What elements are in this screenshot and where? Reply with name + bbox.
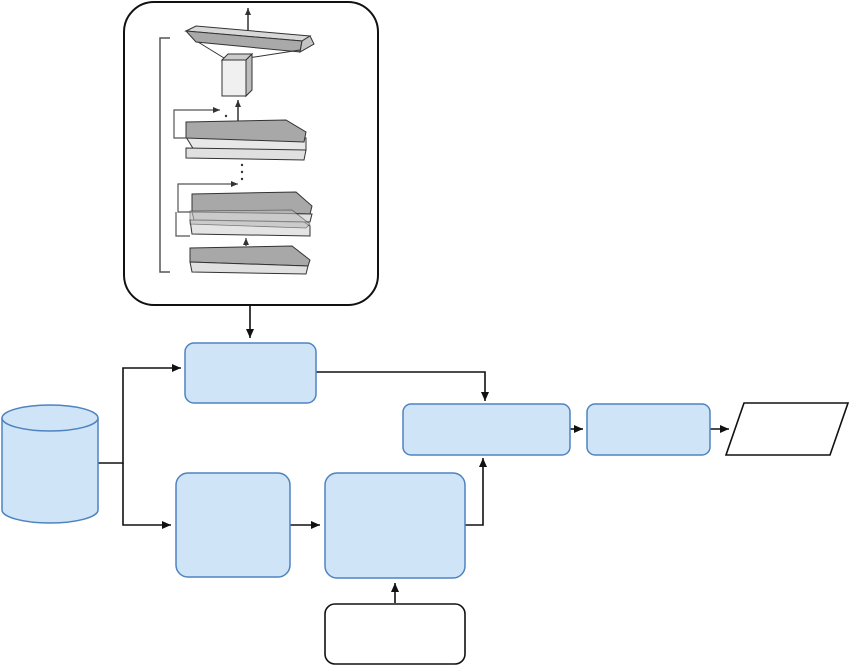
final-module — [586, 403, 711, 456]
output-shape — [724, 402, 850, 456]
edges — [98, 305, 729, 603]
residual-block-lower — [175, 181, 313, 246]
edge-source-to-left-module — [122, 463, 171, 529]
stacked-layers-icon — [159, 8, 315, 275]
left-module-box — [175, 472, 291, 578]
network-panel — [123, 1, 379, 306]
input-layer — [189, 245, 311, 275]
edge-middle-to-fusion — [465, 458, 487, 526]
residual-block-upper — [173, 107, 307, 161]
edge-source-to-top-module — [98, 364, 181, 464]
left-module — [175, 472, 291, 578]
middle-module — [324, 472, 466, 579]
final-module-box — [586, 403, 711, 456]
parallelogram-icon — [724, 402, 850, 456]
top-module-box — [184, 342, 317, 404]
pooling-cube — [220, 52, 254, 98]
data-source-body — [1, 418, 99, 524]
middle-module-box — [324, 472, 466, 579]
edge-top-to-fusion — [316, 371, 489, 401]
top-module — [184, 342, 317, 404]
bottom-input — [324, 603, 466, 665]
dense-layer — [184, 25, 315, 53]
fusion-module-box — [402, 403, 571, 456]
fusion-module — [402, 403, 571, 456]
bottom-input-box — [324, 603, 466, 665]
bracket-line — [159, 37, 170, 273]
cylinder-icon — [1, 404, 99, 524]
data-source-top — [1, 404, 99, 432]
